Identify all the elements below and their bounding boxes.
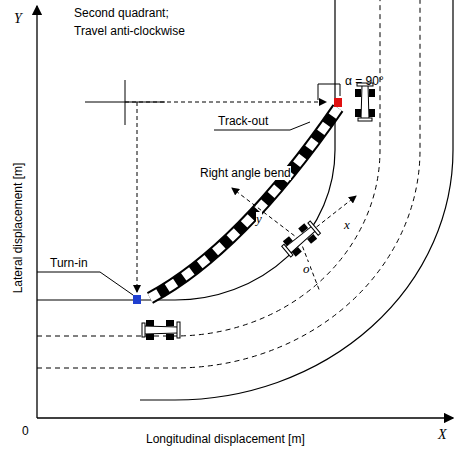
axis-name: X	[438, 428, 447, 442]
point-label: Turn-in	[50, 256, 88, 270]
frame-axis: x	[344, 218, 350, 232]
axis-title: Lateral displacement [m]	[11, 163, 25, 294]
frame-axis: y	[256, 212, 262, 226]
point-label: Track-out	[218, 114, 268, 128]
bend-label: Right angle bend	[200, 166, 291, 180]
frame-origin: o	[303, 262, 310, 276]
axis-name: Y	[14, 12, 22, 26]
note-text: Second quadrant;	[74, 6, 169, 20]
axis-title: Longitudinal displacement [m]	[146, 432, 305, 446]
angle-label: α = 90°	[345, 74, 384, 88]
origin-label: 0	[22, 424, 29, 438]
note-text: Travel anti-clockwise	[74, 24, 185, 38]
